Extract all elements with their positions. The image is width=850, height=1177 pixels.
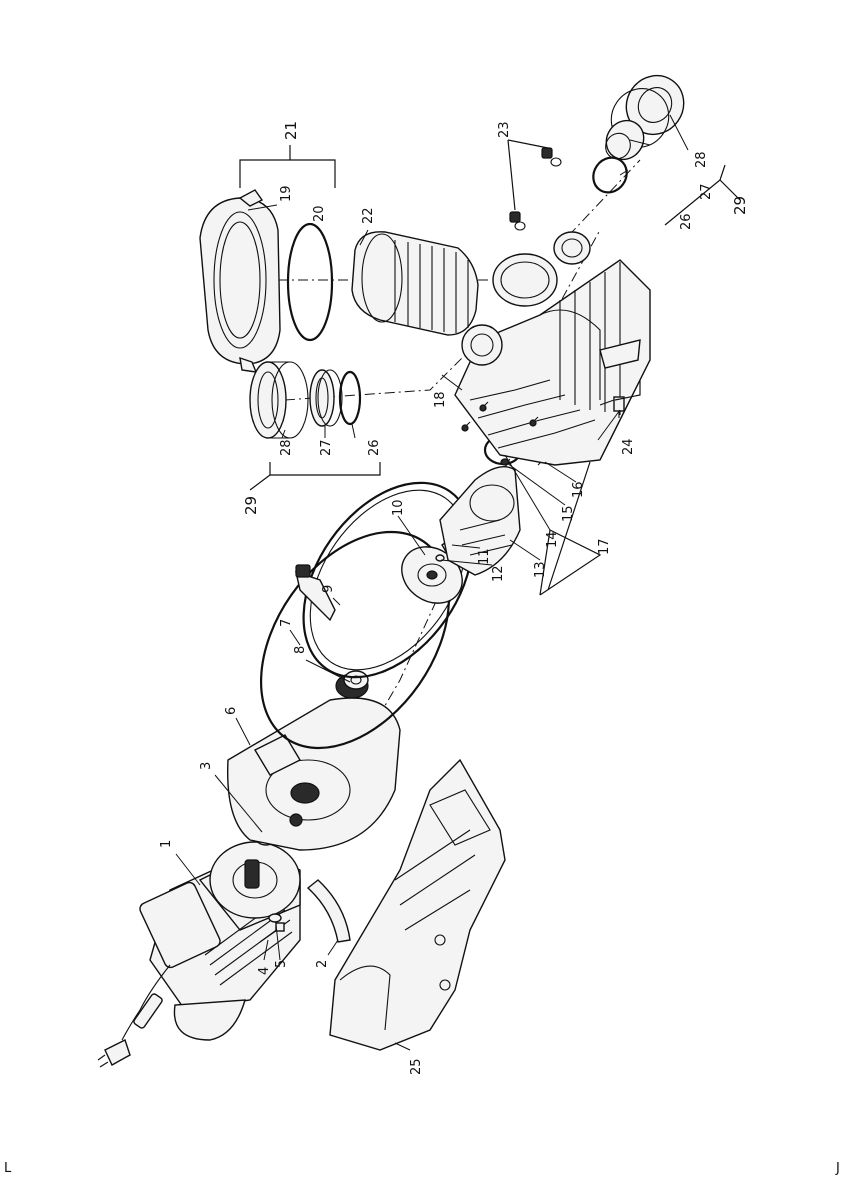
callout-22: 22 [361, 207, 376, 224]
strainer-basket [352, 232, 478, 335]
callout-18: 18 [433, 391, 448, 408]
drain-plug-bottom [510, 212, 525, 230]
callout-28-left: 28 [279, 439, 294, 456]
bracket-29-right [665, 165, 725, 225]
callout-29-left: 29 [242, 496, 260, 515]
callout-27-left: 27 [319, 439, 334, 456]
callout-1: 1 [159, 840, 174, 848]
bracket-29-left [270, 462, 380, 475]
pump-housing [455, 232, 650, 465]
callout-13: 13 [533, 561, 548, 578]
page-mark-right: J [835, 1161, 840, 1176]
callout-3: 3 [199, 762, 214, 770]
callout-26-right: 26 [679, 213, 694, 230]
callout-8: 8 [293, 646, 308, 654]
seal-plate [228, 698, 400, 850]
callout-19: 19 [279, 185, 294, 202]
motor [138, 842, 300, 1040]
callout-21: 21 [282, 121, 300, 140]
power-cord [98, 965, 170, 1067]
callout-14: 14 [545, 531, 560, 548]
callout-11: 11 [477, 548, 492, 565]
callout-9: 9 [321, 585, 336, 593]
callout-29-right: 29 [731, 196, 749, 215]
callout-15: 15 [561, 505, 576, 522]
callout-23: 23 [497, 121, 512, 138]
callout-25: 25 [409, 1058, 424, 1075]
callout-20: 20 [312, 205, 327, 222]
callout-10: 10 [391, 499, 406, 516]
callout-7: 7 [279, 619, 294, 627]
callout-6: 6 [224, 707, 239, 715]
callout-2: 2 [315, 960, 330, 968]
lid-o-ring [288, 224, 332, 340]
callout-17: 17 [597, 538, 612, 555]
callout-26-left: 26 [367, 439, 382, 456]
drain-plug-top [542, 148, 561, 166]
union-tail-left [310, 370, 342, 426]
strainer-lid [200, 190, 280, 372]
union-o-ring-left [340, 372, 360, 424]
callout-16: 16 [571, 481, 586, 498]
union-nut-left [250, 362, 308, 438]
callout-24: 24 [621, 438, 636, 455]
bracket-21 [240, 160, 335, 188]
bolt-washer [269, 914, 281, 922]
callout-4: 4 [257, 967, 272, 975]
page-mark-left: L [4, 1161, 12, 1176]
bracket-23 [508, 140, 548, 148]
callout-12: 12 [491, 565, 506, 582]
callout-27-right: 27 [699, 183, 714, 200]
motor-support-cushion [308, 880, 350, 942]
callout-28-right: 28 [694, 151, 709, 168]
callout-5: 5 [274, 960, 289, 968]
